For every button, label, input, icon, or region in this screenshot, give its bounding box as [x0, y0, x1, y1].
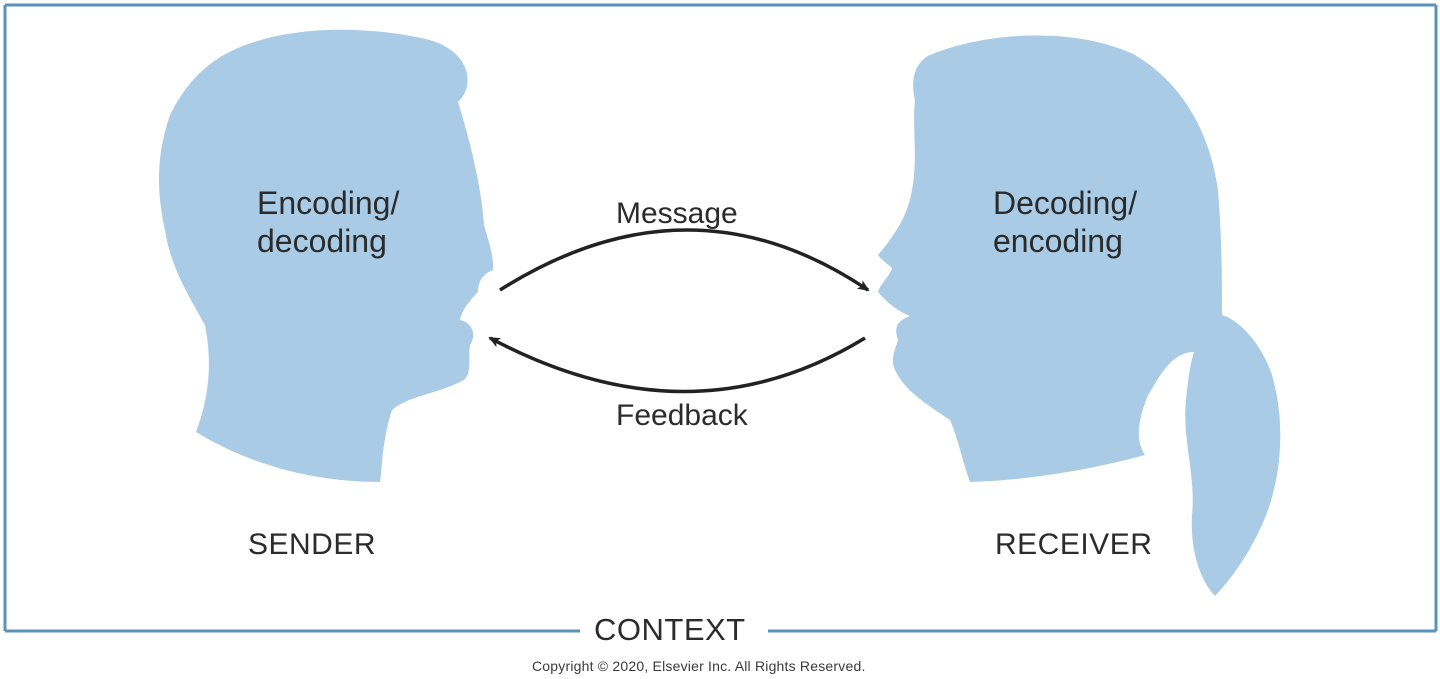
sender-role-label: SENDER [248, 528, 377, 561]
sender-head-silhouette [158, 29, 494, 482]
context-label: CONTEXT [582, 614, 758, 645]
receiver-head-label-line2: encoding [993, 223, 1123, 259]
feedback-arrow [488, 336, 866, 394]
message-arrow [499, 228, 870, 292]
message-label: Message [616, 197, 738, 230]
receiver-head-silhouette [878, 35, 1281, 596]
context-frame [3, 3, 1438, 633]
receiver-head-label: Decoding/ encoding [993, 184, 1137, 260]
sender-head-label-line1: Encoding/ [257, 185, 400, 221]
receiver-head-label-line1: Decoding/ [993, 185, 1138, 221]
sender-head-label: Encoding/ decoding [257, 184, 399, 260]
copyright-notice: Copyright © 2020, Elsevier Inc. All Righ… [532, 658, 866, 674]
sender-head-label-line2: decoding [257, 223, 387, 259]
receiver-role-label: RECEIVER [995, 528, 1153, 561]
feedback-label: Feedback [616, 399, 748, 432]
